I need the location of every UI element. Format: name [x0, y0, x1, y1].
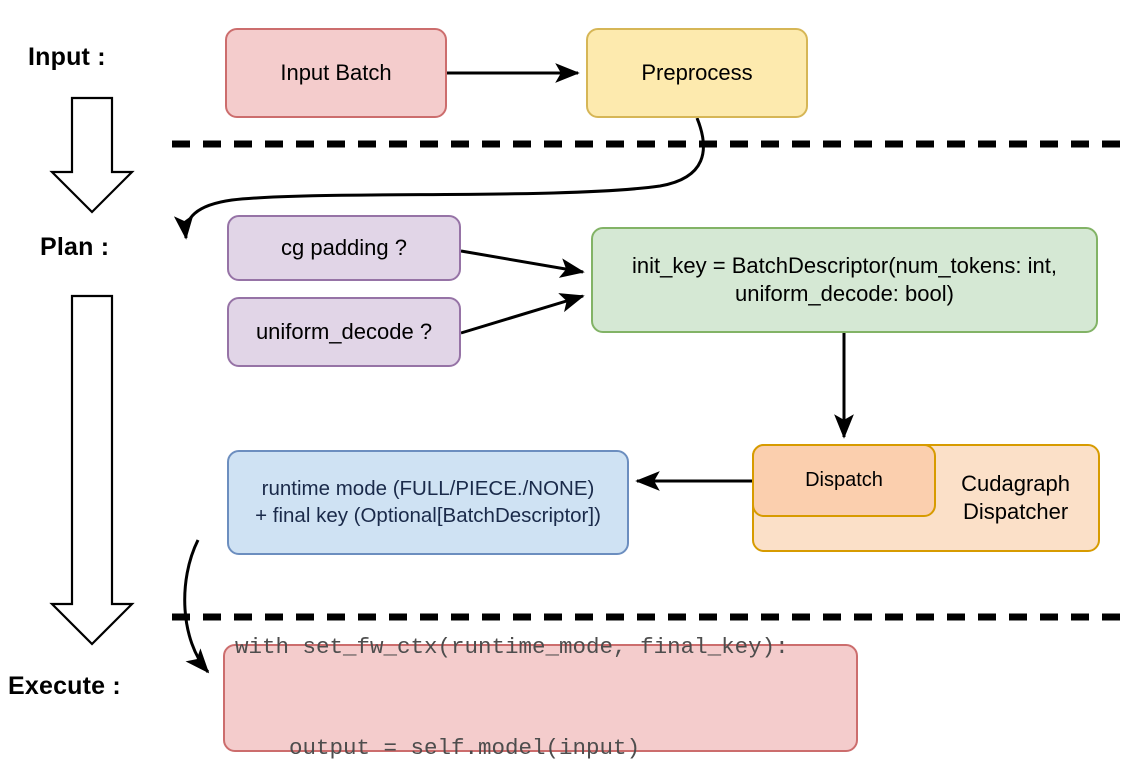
node-dispatch[interactable]: Dispatch	[752, 444, 936, 517]
arrow-uniform-decode-to-init-key	[460, 293, 585, 335]
arrow-cg-padding-to-init-key	[460, 249, 585, 278]
node-execute-code-line-1: with set_fw_ctx(runtime_mode, final_key)…	[235, 633, 789, 660]
node-runtime-mode-line-2: + final key (Optional[BatchDescriptor])	[255, 503, 601, 527]
node-execute-code-line-2: output = self.model(input)	[235, 734, 641, 761]
node-execute-code[interactable]: with set_fw_ctx(runtime_mode, final_key)…	[223, 634, 858, 761]
stage-label-plan: Plan :	[40, 233, 110, 261]
block-arrow-plan-to-execute	[49, 294, 135, 646]
block-arrow-input-to-plan	[49, 96, 135, 214]
node-input-batch[interactable]: Input Batch	[225, 28, 447, 118]
stage-label-execute: Execute :	[8, 672, 121, 700]
arrow-runtime-mode-to-execute-code	[183, 539, 210, 674]
node-uniform-decode[interactable]: uniform_decode ?	[227, 297, 461, 367]
node-init-key-line-2: uniform_decode: bool)	[735, 281, 954, 306]
node-runtime-mode-line-1: runtime mode (FULL/PIECE./NONE)	[261, 477, 595, 501]
node-init-key[interactable]: init_key = BatchDescriptor(num_tokens: i…	[591, 227, 1098, 333]
node-cudagraph-dispatcher-line-1: Cudagraph	[961, 470, 1070, 496]
node-preprocess[interactable]: Preprocess	[586, 28, 808, 118]
node-cudagraph-dispatcher-line-2: Dispatcher	[962, 499, 1069, 524]
node-cg-padding[interactable]: cg padding ?	[227, 215, 461, 281]
node-runtime-mode[interactable]: runtime mode (FULL/PIECE./NONE) + final …	[227, 450, 629, 555]
node-init-key-line-1: init_key = BatchDescriptor(num_tokens: i…	[632, 252, 1057, 278]
stage-label-input: Input :	[28, 43, 106, 71]
